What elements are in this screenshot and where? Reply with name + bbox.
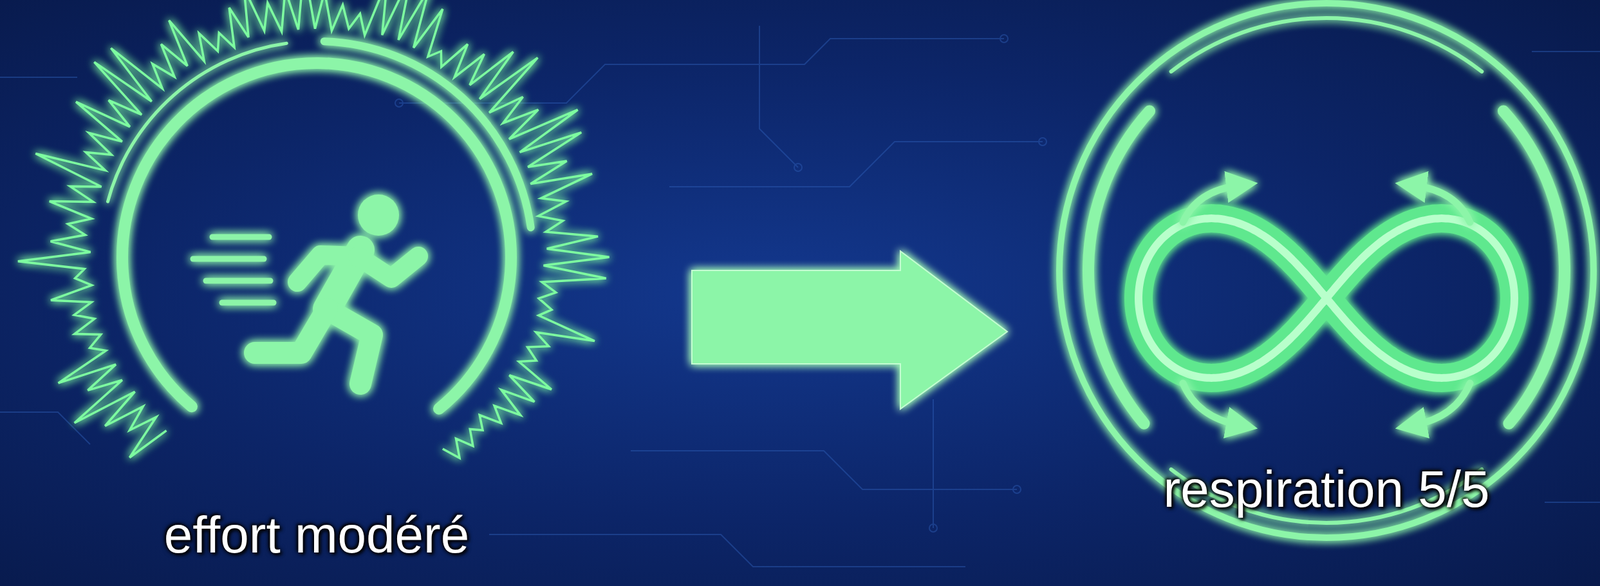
circuit-trace — [759, 25, 799, 168]
infinity-loop — [1138, 218, 1515, 378]
cycle-node: respiration 5/5 — [1007, 0, 1600, 586]
circuit-pad — [794, 163, 802, 172]
cycle-arrow — [1182, 382, 1239, 425]
infinity-symbol — [1138, 218, 1515, 378]
gauge-arc — [107, 43, 287, 202]
runner-arm — [357, 256, 419, 279]
circuit-lines — [0, 25, 1600, 567]
signal-spikes — [18, 0, 610, 458]
runner-icon — [193, 194, 419, 384]
gauge-outline — [0, 0, 692, 586]
node-label: effort modéré — [91, 506, 542, 564]
gauge-arc — [122, 63, 512, 409]
circuit-trace — [630, 450, 1017, 490]
cycle-arrows — [1182, 185, 1470, 425]
ring-circle — [1059, 3, 1594, 538]
circuit-pad — [1000, 34, 1008, 43]
double-arrow — [691, 251, 1008, 409]
speed-line — [205, 278, 271, 284]
circuit-trace — [0, 77, 91, 445]
node-label: respiration 5/5 — [1101, 460, 1552, 518]
gauge-node: effort modéré — [0, 0, 692, 586]
cycle-arrow — [1413, 382, 1470, 425]
runner-head — [357, 194, 400, 236]
cycle-arrow — [1182, 185, 1239, 223]
speed-line — [222, 299, 274, 306]
ring-arc — [1088, 110, 1150, 423]
ring-arc — [1171, 18, 1483, 72]
circuit-trace — [669, 141, 1043, 187]
circuit-trace — [932, 399, 934, 528]
ring-arc — [1503, 110, 1565, 423]
runner-leg — [254, 308, 327, 353]
speed-line — [193, 256, 264, 262]
circuit-trace — [489, 534, 966, 567]
circuit-pad — [395, 99, 403, 107]
speed-line — [212, 234, 270, 241]
runner-leg — [326, 308, 373, 384]
cycle-arrow — [1413, 185, 1470, 223]
infinity-loop — [1138, 218, 1515, 378]
gauge-arc — [324, 41, 531, 228]
circuit-pad — [1013, 485, 1021, 494]
circuit-pad — [929, 523, 938, 532]
circuit-pad — [1038, 137, 1047, 146]
